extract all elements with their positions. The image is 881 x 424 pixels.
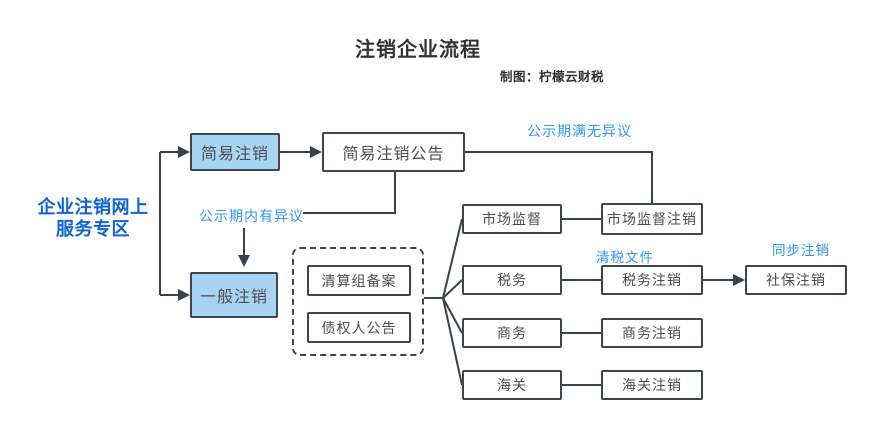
arrowhead-to-simple xyxy=(178,146,190,158)
node-customs: 海关 xyxy=(462,370,562,400)
annotation-objection: 公示期内有异议 xyxy=(199,209,304,225)
node-simple-cancel: 简易注销 xyxy=(190,133,280,171)
fanout-to-tax xyxy=(442,279,463,299)
node-market: 市场监督 xyxy=(462,204,562,234)
node-simple-cancel-notice: 简易注销公告 xyxy=(322,132,465,172)
objection-path xyxy=(303,172,396,214)
node-market-cancel: 市场监督注销 xyxy=(601,203,703,235)
node-tax: 税务 xyxy=(462,265,562,295)
node-general-cancel: 一般注销 xyxy=(190,272,278,318)
node-social-cancel: 社保注销 xyxy=(745,265,847,295)
arrowhead-to-social xyxy=(733,274,745,286)
node-tax-cancel: 税务注销 xyxy=(601,265,703,295)
arrowhead-to-notice xyxy=(310,146,322,158)
node-creditor-notice: 债权人公告 xyxy=(307,312,411,343)
portal-label-line2: 服务专区 xyxy=(56,219,130,240)
node-liquidation-filing: 清算组备案 xyxy=(307,265,411,296)
fanout-to-market xyxy=(442,218,463,299)
annotation-sync-cancel: 同步注销 xyxy=(772,243,830,259)
liquidation-group xyxy=(292,247,424,356)
node-commerce-cancel: 商务注销 xyxy=(601,318,703,348)
portal-label-line1: 企业注销网上 xyxy=(37,197,149,218)
page-title: 注销企业流程 xyxy=(355,37,481,61)
arrowhead-down-to-general xyxy=(238,255,250,267)
portal-label: 企业注销网上 服务专区 xyxy=(18,197,168,241)
node-commerce: 商务 xyxy=(462,318,562,348)
no-objection-path xyxy=(465,151,653,203)
fanout-to-commerce xyxy=(442,297,463,334)
arrowhead-to-general xyxy=(178,289,190,301)
node-customs-cancel: 海关注销 xyxy=(601,370,703,400)
fanout-to-customs xyxy=(442,297,463,386)
annotation-no-objection: 公示期满无异议 xyxy=(527,124,632,140)
credit-label: 制图：柠檬云财税 xyxy=(500,69,605,84)
annotation-tax-clearance: 清税文件 xyxy=(596,250,654,266)
